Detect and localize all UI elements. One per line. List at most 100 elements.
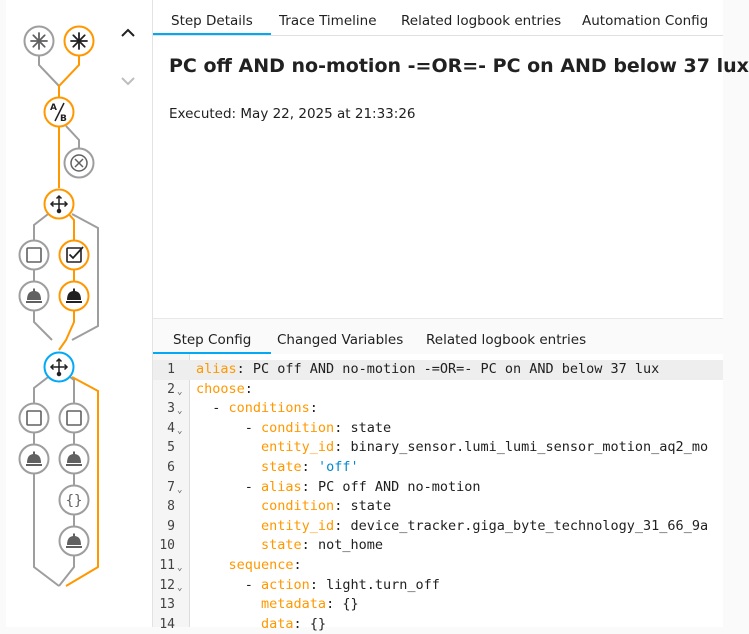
service-bell-icon: [66, 533, 82, 548]
choose-node-2[interactable]: [43, 351, 75, 383]
yaml-separator: :: [293, 615, 310, 632]
yaml-value: 'off': [317, 459, 359, 475]
action-node-4[interactable]: [58, 443, 90, 475]
line-number: 7: [167, 479, 175, 495]
code-indent: [196, 439, 261, 455]
code-line[interactable]: 2⌄choose:: [153, 380, 723, 400]
svg-text:B: B: [60, 114, 67, 124]
yaml-value: state: [350, 498, 392, 515]
code-indent: -: [196, 419, 262, 436]
code-text: entity_id: binary_sensor.lumi_lumi_senso…: [196, 438, 708, 458]
stop-node[interactable]: [63, 147, 95, 179]
yaml-key: entity_id: [261, 439, 335, 456]
trigger-node-1[interactable]: [23, 25, 55, 57]
fold-chevron-icon[interactable]: ⌄: [177, 563, 183, 573]
code-line[interactable]: 12⌄ - action: light.turn_off: [153, 576, 723, 596]
yaml-separator: :: [293, 557, 302, 573]
square-icon: [26, 247, 42, 263]
code-text: - alias: PC off AND no-motion: [196, 478, 481, 498]
yaml-key: metadata: [261, 596, 327, 613]
tab-trace-timeline[interactable]: Trace Timeline: [279, 13, 377, 29]
yaml-separator: :: [309, 400, 318, 417]
square-icon: [66, 410, 82, 426]
code-line[interactable]: 9 entity_id: device_tracker.giga_byte_te…: [153, 517, 723, 537]
code-text: entity_id: device_tracker.giga_byte_tech…: [196, 517, 708, 537]
code-line[interactable]: 4⌄ - condition: state: [153, 419, 723, 439]
code-text: data: {}: [196, 615, 326, 634]
yaml-key: alias: [261, 478, 302, 495]
code-text: choose:: [196, 380, 253, 400]
tab-related-logbook[interactable]: Related logbook entries: [401, 13, 562, 29]
option-node-4[interactable]: [58, 402, 90, 434]
code-indent: [196, 518, 261, 534]
next-step-button[interactable]: [116, 69, 140, 93]
yaml-value: PC off AND no-motion -=OR=- PC on AND be…: [252, 361, 660, 377]
code-line[interactable]: 6 state: 'off': [153, 458, 723, 478]
fold-chevron-icon[interactable]: ⌄: [177, 406, 183, 417]
code-line[interactable]: 14 data: {}: [153, 615, 723, 634]
tab-step-details[interactable]: Step Details: [153, 0, 271, 35]
yaml-separator: :: [334, 439, 351, 456]
service-bell-icon: [66, 451, 82, 466]
code-line[interactable]: 11⌄ sequence:: [153, 556, 723, 576]
code-text: sequence:: [196, 556, 302, 576]
code-line[interactable]: 7⌄ - alias: PC off AND no-motion: [153, 478, 723, 498]
option-node-1[interactable]: [18, 239, 50, 271]
line-number: 5: [167, 440, 175, 456]
svg-text:A: A: [50, 103, 57, 113]
square-icon: [26, 410, 42, 426]
code-text: state: not_home: [196, 536, 383, 556]
line-number: 12: [159, 577, 175, 593]
line-number: 4: [167, 420, 175, 436]
choose-icon: [49, 194, 69, 214]
yaml-value: {}: [342, 596, 359, 613]
step-details-panel: Step Details Trace Timeline Related logb…: [153, 0, 749, 632]
code-indent: [196, 616, 261, 632]
yaml-value: state: [350, 419, 392, 436]
code-text: - conditions:: [196, 399, 318, 419]
code-line[interactable]: 13 metadata: {}: [153, 595, 723, 615]
line-number: 8: [167, 499, 175, 515]
line-number: 11: [159, 558, 175, 573]
code-line[interactable]: 8 condition: state: [153, 497, 723, 517]
tab-related-logbook-2[interactable]: Related logbook entries: [426, 332, 587, 348]
yaml-separator: :: [244, 380, 253, 397]
choose-node-1[interactable]: [43, 188, 75, 220]
action-node-1[interactable]: [18, 280, 50, 312]
option-node-3[interactable]: [18, 402, 50, 434]
step-title: PC off AND no-motion -=OR=- PC on AND be…: [169, 55, 749, 77]
code-line[interactable]: 5 entity_id: binary_sensor.lumi_lumi_sen…: [153, 438, 723, 458]
code-indent: -: [196, 478, 262, 495]
code-indent: [196, 596, 261, 612]
fold-chevron-icon[interactable]: ⌄: [177, 484, 183, 495]
trigger-node-2[interactable]: [63, 25, 95, 57]
yaml-value: binary_sensor.lumi_lumi_sensor_motion_aq…: [350, 439, 709, 456]
code-line[interactable]: 3⌄ - conditions:: [153, 399, 723, 419]
tab-step-config[interactable]: Step Config: [153, 319, 272, 354]
code-indent: [196, 498, 261, 514]
asterisk-icon: [30, 32, 48, 50]
action-node-2[interactable]: [58, 280, 90, 312]
ab-condition-icon: A B: [50, 102, 67, 124]
service-bell-icon: [66, 288, 82, 303]
choose-icon: [49, 357, 69, 377]
variables-node[interactable]: {}: [58, 484, 90, 516]
service-bell-icon: [26, 451, 42, 466]
action-node-5[interactable]: [58, 525, 90, 557]
yaml-separator: :: [334, 498, 351, 515]
action-node-3[interactable]: [18, 443, 50, 475]
fold-chevron-icon[interactable]: ⌄: [177, 386, 183, 397]
service-bell-icon: [26, 288, 42, 303]
previous-step-button[interactable]: [116, 21, 140, 45]
fold-chevron-icon[interactable]: ⌄: [177, 582, 183, 593]
code-line[interactable]: 10 state: not_home: [153, 536, 723, 556]
yaml-value: light.turn_off: [326, 576, 440, 593]
condition-node[interactable]: A B: [43, 96, 75, 128]
tab-automation-config[interactable]: Automation Config: [582, 13, 709, 29]
code-indent: [196, 537, 261, 553]
option-node-2[interactable]: [58, 239, 90, 271]
fold-chevron-icon[interactable]: ⌄: [177, 425, 183, 436]
tab-changed-variables[interactable]: Changed Variables: [277, 332, 404, 348]
